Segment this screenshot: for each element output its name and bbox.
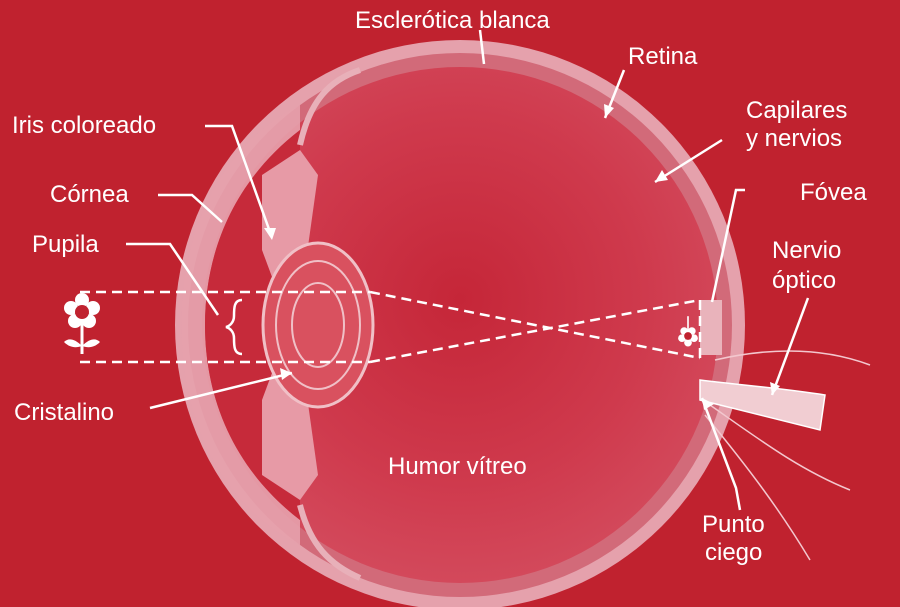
fovea-band <box>700 300 722 355</box>
pupil-brace <box>225 298 243 356</box>
lens-outer <box>261 241 375 409</box>
nerve-fiber-2 <box>704 414 811 561</box>
lens-inner <box>291 282 345 368</box>
label-capillaries-2: y nervios <box>746 125 842 152</box>
nerve-fiber-3 <box>714 350 871 366</box>
label-iris: Iris coloreado <box>12 112 156 139</box>
eyelid-lower <box>297 504 362 581</box>
label-optic-nerve-2: óptico <box>772 267 836 294</box>
label-blind-spot-1: Punto <box>702 511 765 538</box>
inverted-flower-icon <box>678 316 698 347</box>
light-rays <box>80 290 702 364</box>
label-capillaries-1: Capilares <box>746 97 847 124</box>
label-fovea: Fóvea <box>800 179 867 206</box>
label-sclera: Esclerótica blanca <box>355 7 550 34</box>
label-pupil: Pupila <box>32 231 99 258</box>
label-cornea: Córnea <box>50 181 129 208</box>
label-vitreous: Humor vítreo <box>388 453 527 480</box>
leader-arrowheads <box>264 104 780 410</box>
vitreous-body <box>202 67 718 583</box>
optic-nerve <box>699 379 826 431</box>
lens-middle <box>275 260 361 390</box>
label-optic-nerve-1: Nervio <box>772 237 841 264</box>
label-lens: Cristalino <box>14 399 114 426</box>
leader-lines <box>126 29 810 511</box>
label-retina: Retina <box>628 43 698 70</box>
cornea-shape <box>181 105 300 545</box>
label-blind-spot-2: ciego <box>705 539 762 566</box>
eyelid-upper <box>297 67 361 146</box>
flower-icon <box>64 293 100 354</box>
nerve-fiber-1 <box>709 404 851 491</box>
